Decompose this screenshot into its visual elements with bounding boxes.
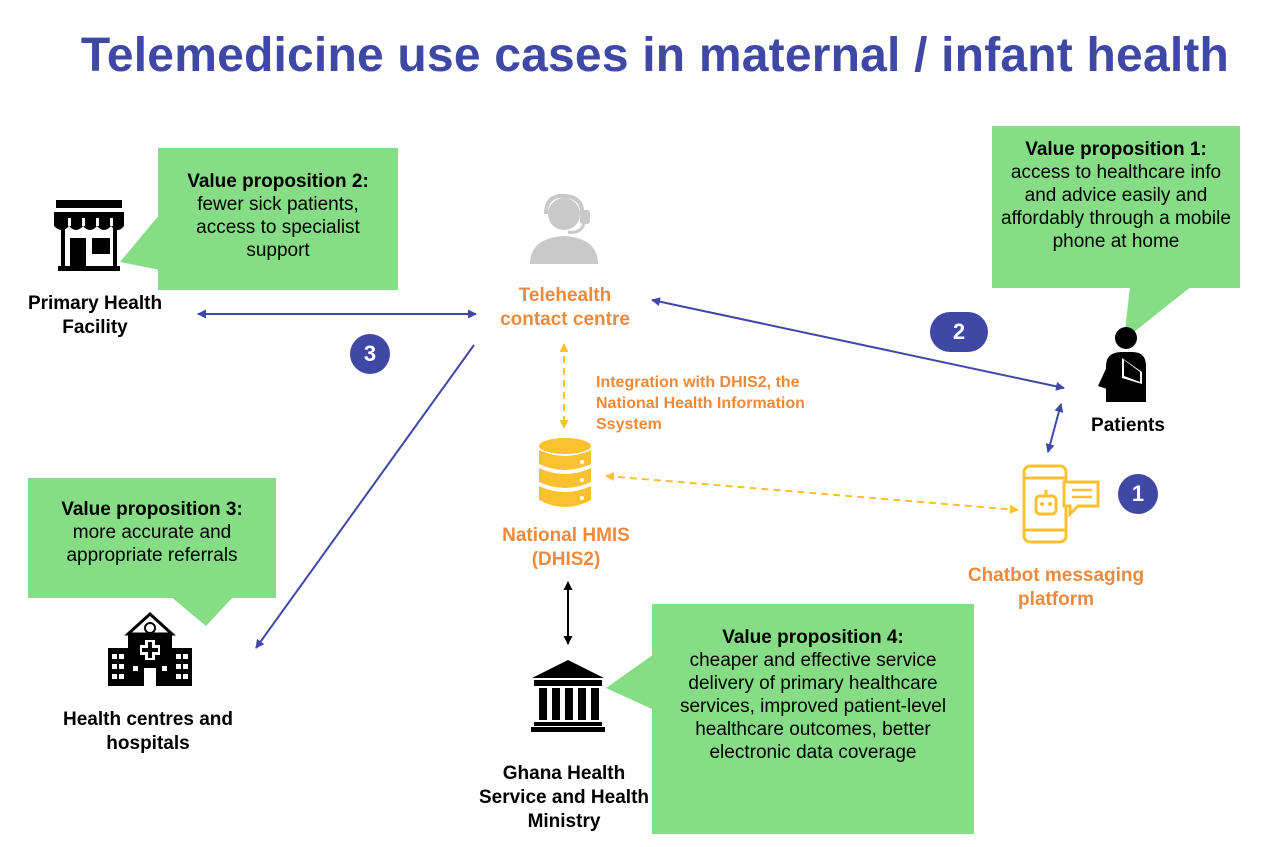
value-proposition-1-tail	[1124, 286, 1192, 340]
value-proposition-1-callout: Value proposition 1: access to healthcar…	[992, 126, 1240, 288]
headset-agent-icon	[530, 194, 598, 264]
value-proposition-3-title: Value proposition 3:	[61, 499, 243, 520]
value-proposition-2-tail	[120, 214, 160, 270]
value-proposition-3-tail	[170, 596, 234, 626]
telehealth-contact-centre-label: Telehealth contact centre	[500, 285, 630, 330]
value-proposition-4-title: Value proposition 4:	[722, 627, 904, 648]
ghana-health-service-label: Ghana Health Service and Health Ministry	[478, 763, 650, 832]
value-proposition-4-tail	[606, 654, 654, 710]
arrow-telehealth-patients	[651, 297, 1065, 391]
value-proposition-2-body: fewer sick patients, access to specialis…	[196, 194, 360, 261]
page-title: Telemedicine use cases in maternal / inf…	[80, 29, 1230, 82]
government-building-icon	[531, 660, 605, 732]
hospital-icon	[108, 612, 192, 686]
dhis2-integration-note: Integration with DHIS2, the National Hea…	[596, 374, 805, 433]
health-centres-hospitals-label: Health centres and hospitals	[63, 709, 233, 754]
chatbot-platform-label: Chatbot messaging platform	[967, 565, 1145, 610]
patients-label: Patients	[1091, 415, 1165, 436]
arrow-telehealth-hospitals	[255, 344, 475, 649]
value-proposition-4-body: cheaper and effective service delivery o…	[679, 650, 947, 763]
value-proposition-3-callout: Value proposition 3: more accurate and a…	[28, 478, 276, 598]
badge-2: 2	[930, 312, 988, 352]
shop-icon	[54, 200, 124, 271]
database-icon	[539, 438, 591, 507]
national-hmis-label: National HMIS (DHIS2)	[502, 525, 630, 570]
arrow-hmis-chatbot	[605, 472, 1019, 514]
value-proposition-1-title: Value proposition 1	[1025, 139, 1201, 160]
badge-3: 3	[350, 334, 390, 374]
patient-icon	[1098, 327, 1146, 402]
value-proposition-2-callout: Value proposition 2: fewer sick patients…	[158, 148, 398, 290]
value-proposition-3-body: more accurate and appropriate referrals	[66, 522, 238, 566]
value-proposition-1-body: access to healthcare info and advice eas…	[1001, 162, 1231, 252]
primary-health-facility-label: Primary Health Facility	[27, 293, 163, 338]
chatbot-phone-icon	[1022, 464, 1100, 544]
badge-1: 1	[1118, 474, 1158, 514]
arrow-patients-chatbot	[1045, 403, 1064, 453]
value-proposition-2-title: Value proposition 2:	[187, 171, 369, 192]
value-proposition-4-callout: Value proposition 4: cheaper and effecti…	[652, 604, 974, 834]
